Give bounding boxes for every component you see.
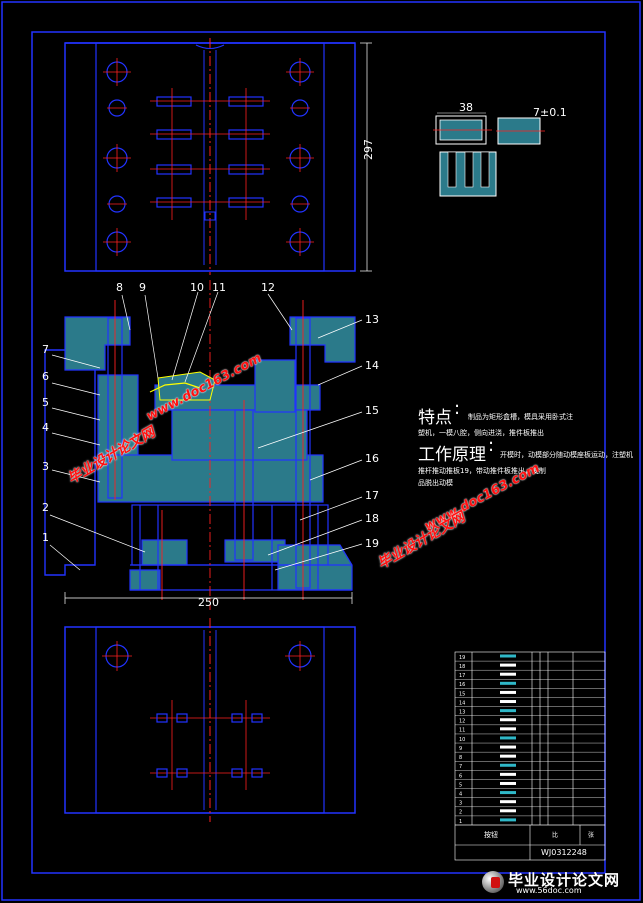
parts-row-name-mark	[500, 781, 516, 785]
dim-detail-top: 38	[459, 101, 473, 114]
footer-logo-brand: 毕业设计论文网	[508, 871, 621, 889]
parts-row-name-mark	[500, 800, 516, 804]
parts-row-number: 18	[459, 664, 465, 670]
callout-7: 7	[42, 343, 49, 356]
callout-1: 1	[42, 531, 49, 544]
features-line-2: 塑机，一模八腔，侧向进浇，推件板推出	[418, 429, 544, 437]
parts-row-name-mark	[500, 672, 516, 676]
parts-row-number: 7	[459, 764, 462, 770]
features-heading: 特点	[418, 408, 452, 428]
title-block	[454, 651, 606, 861]
dim-height: 297	[362, 139, 375, 160]
globe-icon	[482, 871, 504, 893]
parts-row-number: 2	[459, 810, 462, 816]
title-block-drawing-no: WJ0312248	[541, 848, 587, 857]
title-block-scale-label: 比	[552, 832, 559, 839]
parts-row-name-mark	[500, 763, 516, 767]
parts-row-name-mark	[500, 772, 516, 776]
parts-row-name-mark	[500, 718, 516, 722]
callout-5: 5	[42, 396, 49, 409]
parts-row-name-mark	[500, 745, 516, 749]
principle-line-2: 推杆推动推板19，带动推件板推出，使制	[418, 467, 546, 475]
callout-4: 4	[42, 421, 49, 434]
parts-row-number: 12	[459, 719, 465, 725]
leader-lines	[49, 291, 363, 571]
parts-row-name-mark	[500, 700, 516, 704]
parts-row-name-mark	[500, 663, 516, 667]
parts-row-number: 1	[459, 819, 462, 825]
top-view: 297	[64, 38, 375, 275]
callout-9: 9	[139, 281, 146, 294]
callout-8: 8	[116, 281, 123, 294]
title-block-sheet-label: 张	[588, 832, 595, 839]
callout-3: 3	[42, 460, 49, 473]
parts-row-name-mark	[500, 709, 516, 713]
parts-row-number: 11	[459, 728, 465, 734]
section-view: 250	[44, 280, 356, 610]
parts-row-name-mark	[500, 818, 516, 822]
dim-detail-right: 7±0.1	[533, 106, 567, 119]
parts-row-number: 19	[459, 655, 465, 661]
inner-frame	[31, 31, 606, 874]
features-line-1: 制品为矩形盒槽，模具采用卧式注	[468, 413, 573, 421]
parts-row-name-mark	[500, 736, 516, 740]
parts-row-number: 15	[459, 691, 465, 697]
title-block-rows: 19 18 17 16 15 14 13 12 11 10 9 8 7 6 5 4 3 2 1	[455, 654, 605, 826]
callout-17: 17	[365, 489, 379, 502]
parts-row-name-mark	[500, 809, 516, 813]
callout-13: 13	[365, 313, 379, 326]
footer-logo-url: www.56doc.com	[516, 886, 582, 895]
features-colon: :	[454, 398, 461, 419]
principle-heading: 工作原理	[418, 445, 486, 465]
parts-row-number: 9	[459, 746, 462, 752]
callout-11: 11	[212, 281, 226, 294]
dim-width: 250	[198, 596, 219, 609]
parts-row-number: 16	[459, 682, 465, 688]
callout-12: 12	[261, 281, 275, 294]
parts-row-name-mark	[500, 791, 516, 795]
callout-18: 18	[365, 512, 379, 525]
parts-row-number: 6	[459, 773, 462, 779]
detail-view: 38 7±0.1	[433, 101, 567, 197]
callout-15: 15	[365, 404, 379, 417]
callout-16: 16	[365, 452, 379, 465]
parts-row-name-mark	[500, 681, 516, 685]
bottom-view	[64, 618, 356, 822]
callout-labels: 1 2 3 4 5 6 7 8 9 10 11 12 13 14 15 16 1…	[42, 281, 379, 550]
parts-row-number: 10	[459, 737, 465, 743]
footer-logo: 毕业设计论文网 www.56doc.com	[476, 868, 636, 898]
parts-row-number: 3	[459, 801, 462, 807]
principle-line-3: 品脱出动模	[418, 479, 453, 487]
parts-row-number: 13	[459, 710, 465, 716]
principle-line-1: 开模时，动模部分随动模座板运动，注塑机	[500, 451, 633, 459]
parts-row-number: 17	[459, 673, 465, 679]
callout-19: 19	[365, 537, 379, 550]
title-block-part-name: 按钮	[484, 831, 498, 839]
parts-row-name-mark	[500, 727, 516, 731]
parts-row-name-mark	[500, 754, 516, 758]
parts-row-name-mark	[500, 690, 516, 694]
parts-row-number: 4	[459, 791, 462, 797]
parts-row-number: 5	[459, 782, 462, 788]
parts-row-number: 14	[459, 700, 465, 706]
callout-14: 14	[365, 359, 379, 372]
parts-row-number: 8	[459, 755, 462, 761]
principle-colon: :	[488, 435, 495, 456]
callout-6: 6	[42, 370, 49, 383]
callout-2: 2	[42, 501, 49, 514]
callout-10: 10	[190, 281, 204, 294]
parts-row-name-mark	[500, 654, 516, 658]
